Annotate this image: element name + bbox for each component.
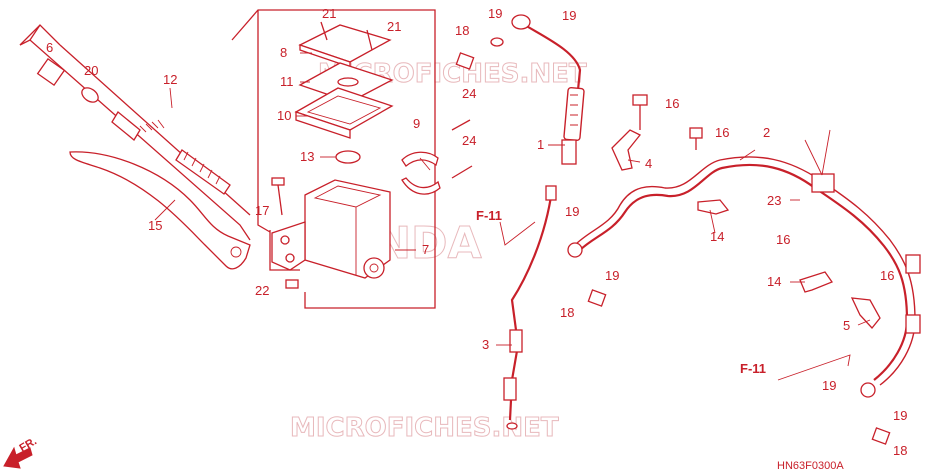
master-cylinder-body	[271, 179, 391, 279]
section-label-f11-upper: F-11	[476, 208, 502, 223]
brake-hose-2	[567, 156, 921, 398]
callout-19a: 19	[488, 6, 502, 21]
f11-arrow-lower	[777, 354, 851, 381]
callout-13: 13	[300, 149, 314, 164]
brake-hose-upper	[511, 14, 585, 165]
callout-16b: 16	[715, 125, 729, 140]
callout-16c: 16	[776, 232, 790, 247]
callout-22: 22	[255, 283, 269, 298]
f11-arrow-upper	[499, 221, 536, 246]
section-label-f11-lower: F-11	[740, 361, 766, 376]
callout-24a: 24	[462, 86, 476, 101]
callout-18a: 18	[455, 23, 469, 38]
brackets	[611, 129, 881, 329]
callout-24b: 24	[462, 133, 476, 148]
front-direction-arrow: FR.	[3, 435, 39, 469]
callout-19d: 19	[605, 268, 619, 283]
callout-23: 23	[767, 193, 781, 208]
callout-16a: 16	[665, 96, 679, 111]
callout-4: 4	[645, 156, 652, 171]
callout-11: 11	[280, 74, 294, 89]
callout-6: 6	[46, 40, 53, 55]
callout-21b: 21	[387, 19, 401, 34]
diagram-code: HN63F0300A	[777, 460, 844, 472]
callout-20: 20	[84, 63, 98, 78]
brake-lever	[69, 151, 251, 270]
callout-19b: 19	[562, 8, 576, 23]
callout-7: 7	[422, 242, 429, 257]
callout-19e: 19	[822, 378, 836, 393]
holder-clamp	[401, 151, 441, 195]
callout-21a: 21	[322, 6, 336, 21]
piston-assembly	[36, 57, 231, 195]
callout-12: 12	[163, 72, 177, 87]
callout-9: 9	[413, 116, 420, 131]
callout-14b: 14	[767, 274, 781, 289]
callout-3: 3	[482, 337, 489, 352]
callout-19f: 19	[893, 408, 907, 423]
callout-8: 8	[280, 45, 287, 60]
callout-14a: 14	[710, 229, 724, 244]
callout-18c: 18	[893, 443, 907, 458]
callout-18b: 18	[560, 305, 574, 320]
direction-label: FR.	[18, 435, 39, 454]
arrow-icon	[3, 446, 33, 469]
callout-17: 17	[255, 203, 269, 218]
watermark-bottom: MICROFICHES.NET	[290, 413, 559, 443]
brake-pipe-3	[503, 185, 557, 430]
callout-2: 2	[763, 125, 770, 140]
callout-5: 5	[843, 318, 850, 333]
callout-19c: 19	[565, 204, 579, 219]
callout-15: 15	[148, 218, 162, 233]
callout-1: 1	[537, 137, 544, 152]
callout-10: 10	[277, 108, 291, 123]
reservoir-cap	[294, 24, 394, 139]
leader-lines	[154, 52, 871, 346]
callout-16d: 16	[880, 268, 894, 283]
